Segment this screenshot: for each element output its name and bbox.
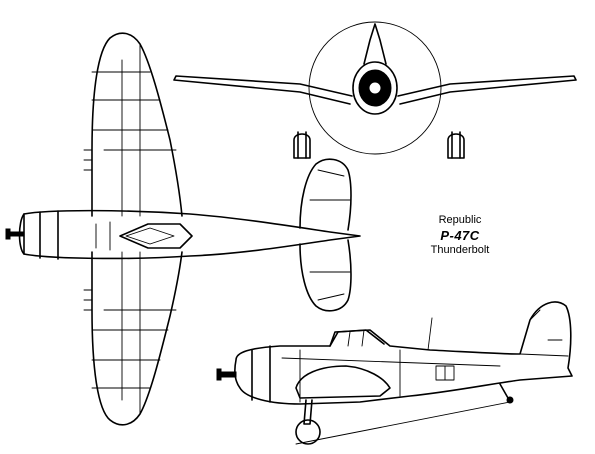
top-view-engine-cowling bbox=[18, 210, 59, 260]
front-view-prop-disc bbox=[308, 21, 442, 155]
front-view-right-wing bbox=[397, 75, 577, 105]
top-view-gun-barrels bbox=[83, 149, 93, 311]
top-view bbox=[5, 32, 361, 426]
side-view-cowling bbox=[251, 345, 271, 403]
caption-name: Thunderbolt bbox=[430, 244, 490, 256]
caption-manufacturer: Republic bbox=[438, 214, 482, 226]
front-view-landing-gear bbox=[293, 131, 465, 159]
top-view-wing-panel-lines bbox=[91, 43, 177, 415]
side-view-tail-wheel bbox=[499, 383, 514, 404]
front-view-left-wing bbox=[173, 75, 353, 105]
side-view-spinner bbox=[216, 368, 237, 381]
side-view bbox=[216, 301, 573, 445]
side-view-ground-line bbox=[295, 401, 511, 445]
front-view-cowling bbox=[352, 61, 398, 115]
front-view bbox=[173, 21, 577, 159]
top-view-stabilizer-lower bbox=[299, 239, 352, 312]
side-view-landing-gear bbox=[295, 399, 321, 445]
side-view-wing bbox=[295, 365, 391, 399]
top-view-upper-wing bbox=[91, 32, 183, 217]
top-view-spinner bbox=[5, 228, 25, 240]
side-view-panel-lines bbox=[281, 349, 501, 403]
aircraft-caption: Republic P-47C Thunderbolt bbox=[405, 214, 515, 258]
front-view-canopy bbox=[363, 23, 387, 65]
top-view-canopy bbox=[119, 223, 193, 249]
side-view-antenna bbox=[427, 317, 433, 351]
top-view-fuselage bbox=[23, 209, 361, 260]
caption-designation: P-47C bbox=[440, 227, 480, 243]
side-view-fuselage bbox=[234, 301, 573, 405]
side-view-canopy bbox=[329, 329, 385, 347]
top-view-stabilizer-upper bbox=[299, 158, 352, 231]
top-view-lower-wing bbox=[91, 251, 183, 426]
